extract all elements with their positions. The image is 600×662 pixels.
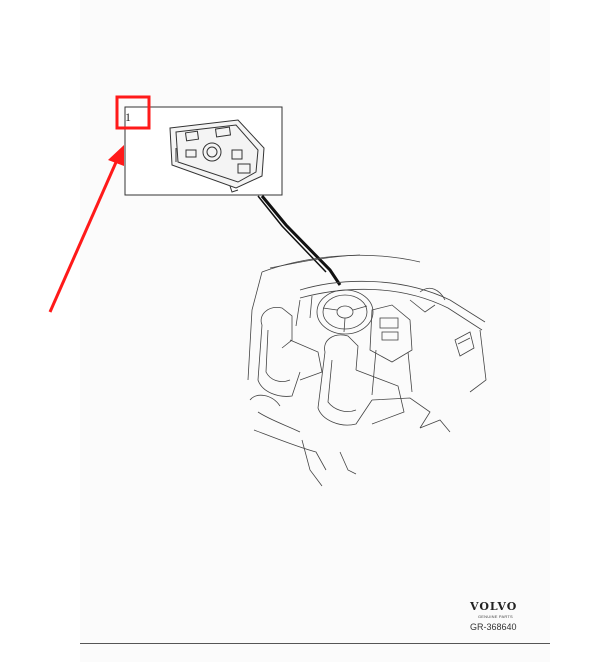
bottom-divider bbox=[80, 643, 550, 644]
leader-line bbox=[260, 195, 342, 286]
callout-number: 1 bbox=[125, 110, 131, 124]
reference-code: GR-368640 bbox=[470, 622, 517, 632]
headlight-switch-part bbox=[169, 119, 265, 193]
red-arrow-icon bbox=[48, 145, 124, 313]
brand-logo: VOLVO bbox=[470, 600, 518, 613]
brand-tagline: GENUINE PARTS bbox=[478, 614, 513, 619]
callout-highlight-box bbox=[115, 95, 151, 130]
car-interior-illustration bbox=[247, 254, 487, 487]
